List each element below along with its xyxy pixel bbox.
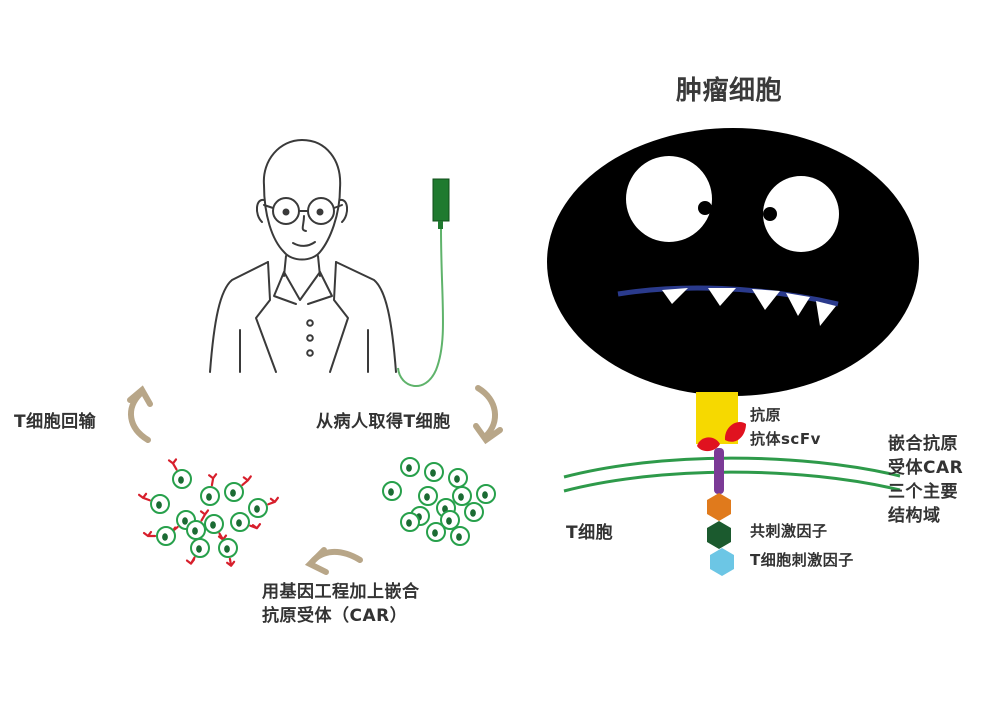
car-t-cell bbox=[205, 515, 226, 540]
tumor-body bbox=[547, 128, 919, 396]
t-cell bbox=[401, 513, 419, 531]
tumor-eye-left bbox=[626, 156, 712, 242]
label-infuse-t-cells: T细胞回输 bbox=[14, 407, 96, 432]
label-car-domains-line3: 三个主要 bbox=[888, 480, 963, 504]
tumor-pupil-left bbox=[698, 201, 712, 215]
t-cell-cluster-plain bbox=[383, 458, 495, 545]
label-scfv: 抗体scFv bbox=[750, 428, 821, 449]
car-t-cell bbox=[225, 476, 251, 501]
t-cell bbox=[477, 485, 495, 503]
blood-draw-tube bbox=[398, 179, 449, 386]
costim-domain bbox=[707, 493, 731, 521]
car-t-cell-cluster bbox=[139, 459, 278, 565]
arrow-engineer-head bbox=[310, 550, 326, 572]
label-car-domains-line1: 嵌合抗原 bbox=[888, 432, 963, 456]
t-cell bbox=[441, 511, 459, 529]
car-receptor bbox=[697, 422, 746, 576]
patient-illustration bbox=[210, 140, 396, 372]
car-t-cell bbox=[201, 474, 219, 505]
t-cell bbox=[465, 503, 483, 521]
car-t-cell bbox=[169, 459, 191, 488]
label-take-t-cells: 从病人取得T细胞 bbox=[316, 407, 451, 432]
car-t-cell bbox=[249, 498, 278, 517]
t-cell-membrane bbox=[564, 458, 900, 491]
label-car-domains-line4: 结构域 bbox=[888, 504, 963, 528]
car-t-cell bbox=[219, 539, 237, 566]
tumor-pupil-right bbox=[763, 207, 777, 221]
t-cell bbox=[449, 469, 467, 487]
tumor-cell-title: 肿瘤细胞 bbox=[676, 70, 782, 107]
t-cell bbox=[425, 463, 443, 481]
label-engineer-car-line2: 抗原受体（CAR） bbox=[262, 604, 420, 628]
t-cell bbox=[383, 482, 401, 500]
car-t-cell bbox=[187, 539, 209, 564]
car-t-cell bbox=[139, 494, 169, 513]
stim-domain bbox=[710, 548, 734, 576]
t-cell bbox=[453, 487, 471, 505]
tumor-cell bbox=[547, 128, 919, 396]
label-t-cell: T细胞 bbox=[566, 518, 613, 543]
label-car-domains-line2: 受体CAR bbox=[888, 456, 963, 480]
t-cell bbox=[419, 487, 437, 505]
label-car-domains: 嵌合抗原 受体CAR 三个主要 结构域 bbox=[888, 432, 963, 528]
costim-domain-2 bbox=[707, 521, 731, 549]
label-antigen: 抗原 bbox=[750, 404, 781, 425]
label-engineer-car: 用基因工程加上嵌合 抗原受体（CAR） bbox=[262, 580, 420, 628]
label-stim: T细胞刺激因子 bbox=[750, 549, 854, 570]
t-cell bbox=[451, 527, 469, 545]
car-t-cell bbox=[144, 527, 175, 545]
label-engineer-car-line1: 用基因工程加上嵌合 bbox=[262, 580, 420, 604]
car-hinge bbox=[714, 448, 724, 494]
t-cell bbox=[401, 458, 419, 476]
label-costim: 共刺激因子 bbox=[750, 520, 828, 541]
